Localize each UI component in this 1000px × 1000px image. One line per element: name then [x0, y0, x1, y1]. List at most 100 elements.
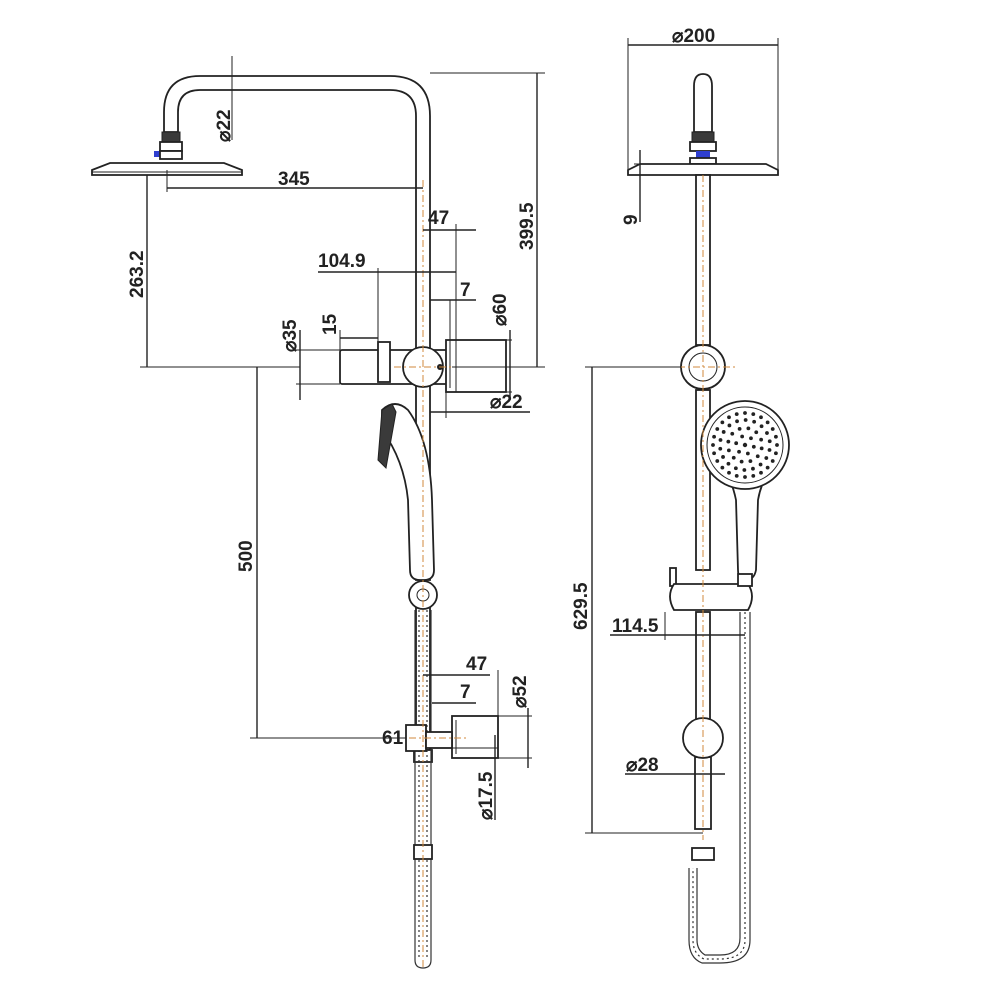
overhead-arm: [154, 75, 431, 351]
spray-nozzle: [751, 412, 756, 416]
spray-nozzle: [720, 465, 725, 470]
label-handset-projection: 114.5: [612, 616, 659, 637]
front-rail: [680, 174, 726, 861]
spray-nozzle: [770, 459, 775, 463]
label-outlet-pipe-diameter: ⌀22: [490, 392, 523, 413]
label-arm-reach: 345: [278, 169, 310, 190]
spray-nozzle: [727, 415, 731, 420]
spray-nozzles: [711, 411, 779, 479]
spray-nozzle: [733, 466, 738, 471]
spray-nozzle: [739, 459, 744, 464]
shower-head-front: [627, 163, 779, 176]
spray-nozzle: [765, 420, 770, 425]
label-arm-diameter: ⌀22: [214, 109, 235, 142]
spray-nozzle: [765, 431, 769, 435]
arm-front: [689, 73, 717, 165]
spray-nozzle: [746, 426, 751, 431]
spray-nozzle: [748, 459, 753, 464]
spray-nozzle: [718, 438, 723, 442]
label-rail-spacing: 500: [236, 540, 257, 572]
label-outlet-diameter: ⌀60: [490, 293, 511, 326]
shower-head-side: [91, 162, 243, 176]
spray-nozzle: [734, 441, 739, 446]
spray-nozzle: [721, 430, 726, 434]
spray-nozzle: [751, 474, 756, 478]
spray-nozzle: [721, 455, 725, 459]
spray-nozzle: [759, 446, 764, 451]
spray-nozzle: [759, 470, 763, 475]
spray-nozzle: [770, 427, 775, 431]
spray-nozzle: [745, 451, 750, 456]
arm-connector: [159, 141, 183, 152]
label-slider-offset: 104.9: [318, 251, 366, 272]
label-wall-gap-bottom: 7: [460, 682, 471, 703]
label-head-height: 263.2: [127, 250, 148, 298]
spray-nozzle: [754, 430, 759, 435]
spray-nozzle: [759, 424, 764, 429]
spray-nozzle: [737, 426, 742, 431]
label-flange-depth: 15: [320, 313, 341, 335]
label-pipe-diameter: ⌀17.5: [476, 771, 497, 820]
spray-nozzle: [774, 451, 778, 456]
label-rail-diameter: ⌀28: [626, 755, 659, 776]
side-dimension-lines: [92, 56, 545, 820]
hose-front: [688, 612, 751, 964]
spray-nozzle: [764, 456, 769, 460]
spray-nozzle: [765, 465, 770, 470]
spray-nozzle: [715, 427, 720, 431]
spray-nozzle: [774, 434, 778, 439]
spray-nozzle: [711, 443, 715, 447]
hose-side: [413, 610, 433, 969]
spray-nozzle: [712, 451, 716, 456]
label-rail-length: 629.5: [571, 582, 592, 630]
spray-nozzle: [742, 468, 747, 472]
spray-nozzle: [743, 475, 747, 479]
front-view: ⌀200 9 629.5 114.5 ⌀28: [571, 26, 790, 964]
label-bracket-projection: 61: [382, 728, 404, 749]
spray-nozzle: [734, 412, 739, 416]
spray-nozzle: [734, 474, 739, 478]
front-dimension-lines: [585, 38, 779, 834]
spray-nozzle: [752, 419, 757, 424]
spray-nozzle: [720, 420, 725, 425]
spray-nozzle: [751, 466, 755, 471]
spray-nozzle: [743, 418, 748, 422]
slider-front: [669, 567, 753, 611]
spray-nozzle: [751, 444, 756, 449]
spray-nozzle: [767, 448, 772, 452]
label-bottom-offset: 47: [466, 654, 487, 675]
label-wall-gap-top: 7: [460, 280, 471, 301]
spray-nozzle: [727, 423, 732, 428]
label-bracket-diameter: ⌀52: [510, 675, 531, 708]
spray-nozzle: [726, 448, 731, 453]
spray-nozzle: [743, 411, 747, 415]
spray-nozzle: [727, 470, 731, 475]
label-overall-height: 399.5: [517, 202, 538, 250]
spray-nozzle: [726, 461, 731, 466]
spray-nozzle: [767, 439, 772, 444]
spray-nozzle: [730, 431, 735, 436]
spray-nozzle: [715, 459, 720, 463]
spray-nozzle: [712, 434, 716, 439]
label-head-thickness: 9: [621, 214, 642, 225]
front-nozzle-marker: [696, 151, 710, 158]
side-view: ⌀22 345 47 104.9 7 ⌀60 399.5 263.2 ⌀35 1…: [91, 56, 545, 970]
arm-thread-ring: [161, 131, 181, 143]
spray-nozzle: [742, 442, 748, 448]
spray-nozzle: [758, 462, 763, 467]
spray-nozzle: [759, 437, 764, 442]
label-head-diameter: ⌀200: [672, 26, 715, 47]
side-nozzle-marker: [154, 151, 160, 157]
spray-nozzle: [759, 415, 763, 420]
bottom-bracket: [405, 715, 499, 759]
spray-nozzle: [740, 434, 745, 439]
spray-nozzle: [735, 419, 739, 424]
spray-nozzle: [749, 436, 753, 441]
spray-nozzle: [726, 439, 731, 444]
spray-nozzle: [755, 454, 760, 459]
spray-nozzle: [731, 455, 736, 460]
label-bracket-offset: 47: [428, 208, 449, 229]
spray-nozzle: [718, 446, 723, 451]
hand-shower-front: [700, 400, 790, 581]
